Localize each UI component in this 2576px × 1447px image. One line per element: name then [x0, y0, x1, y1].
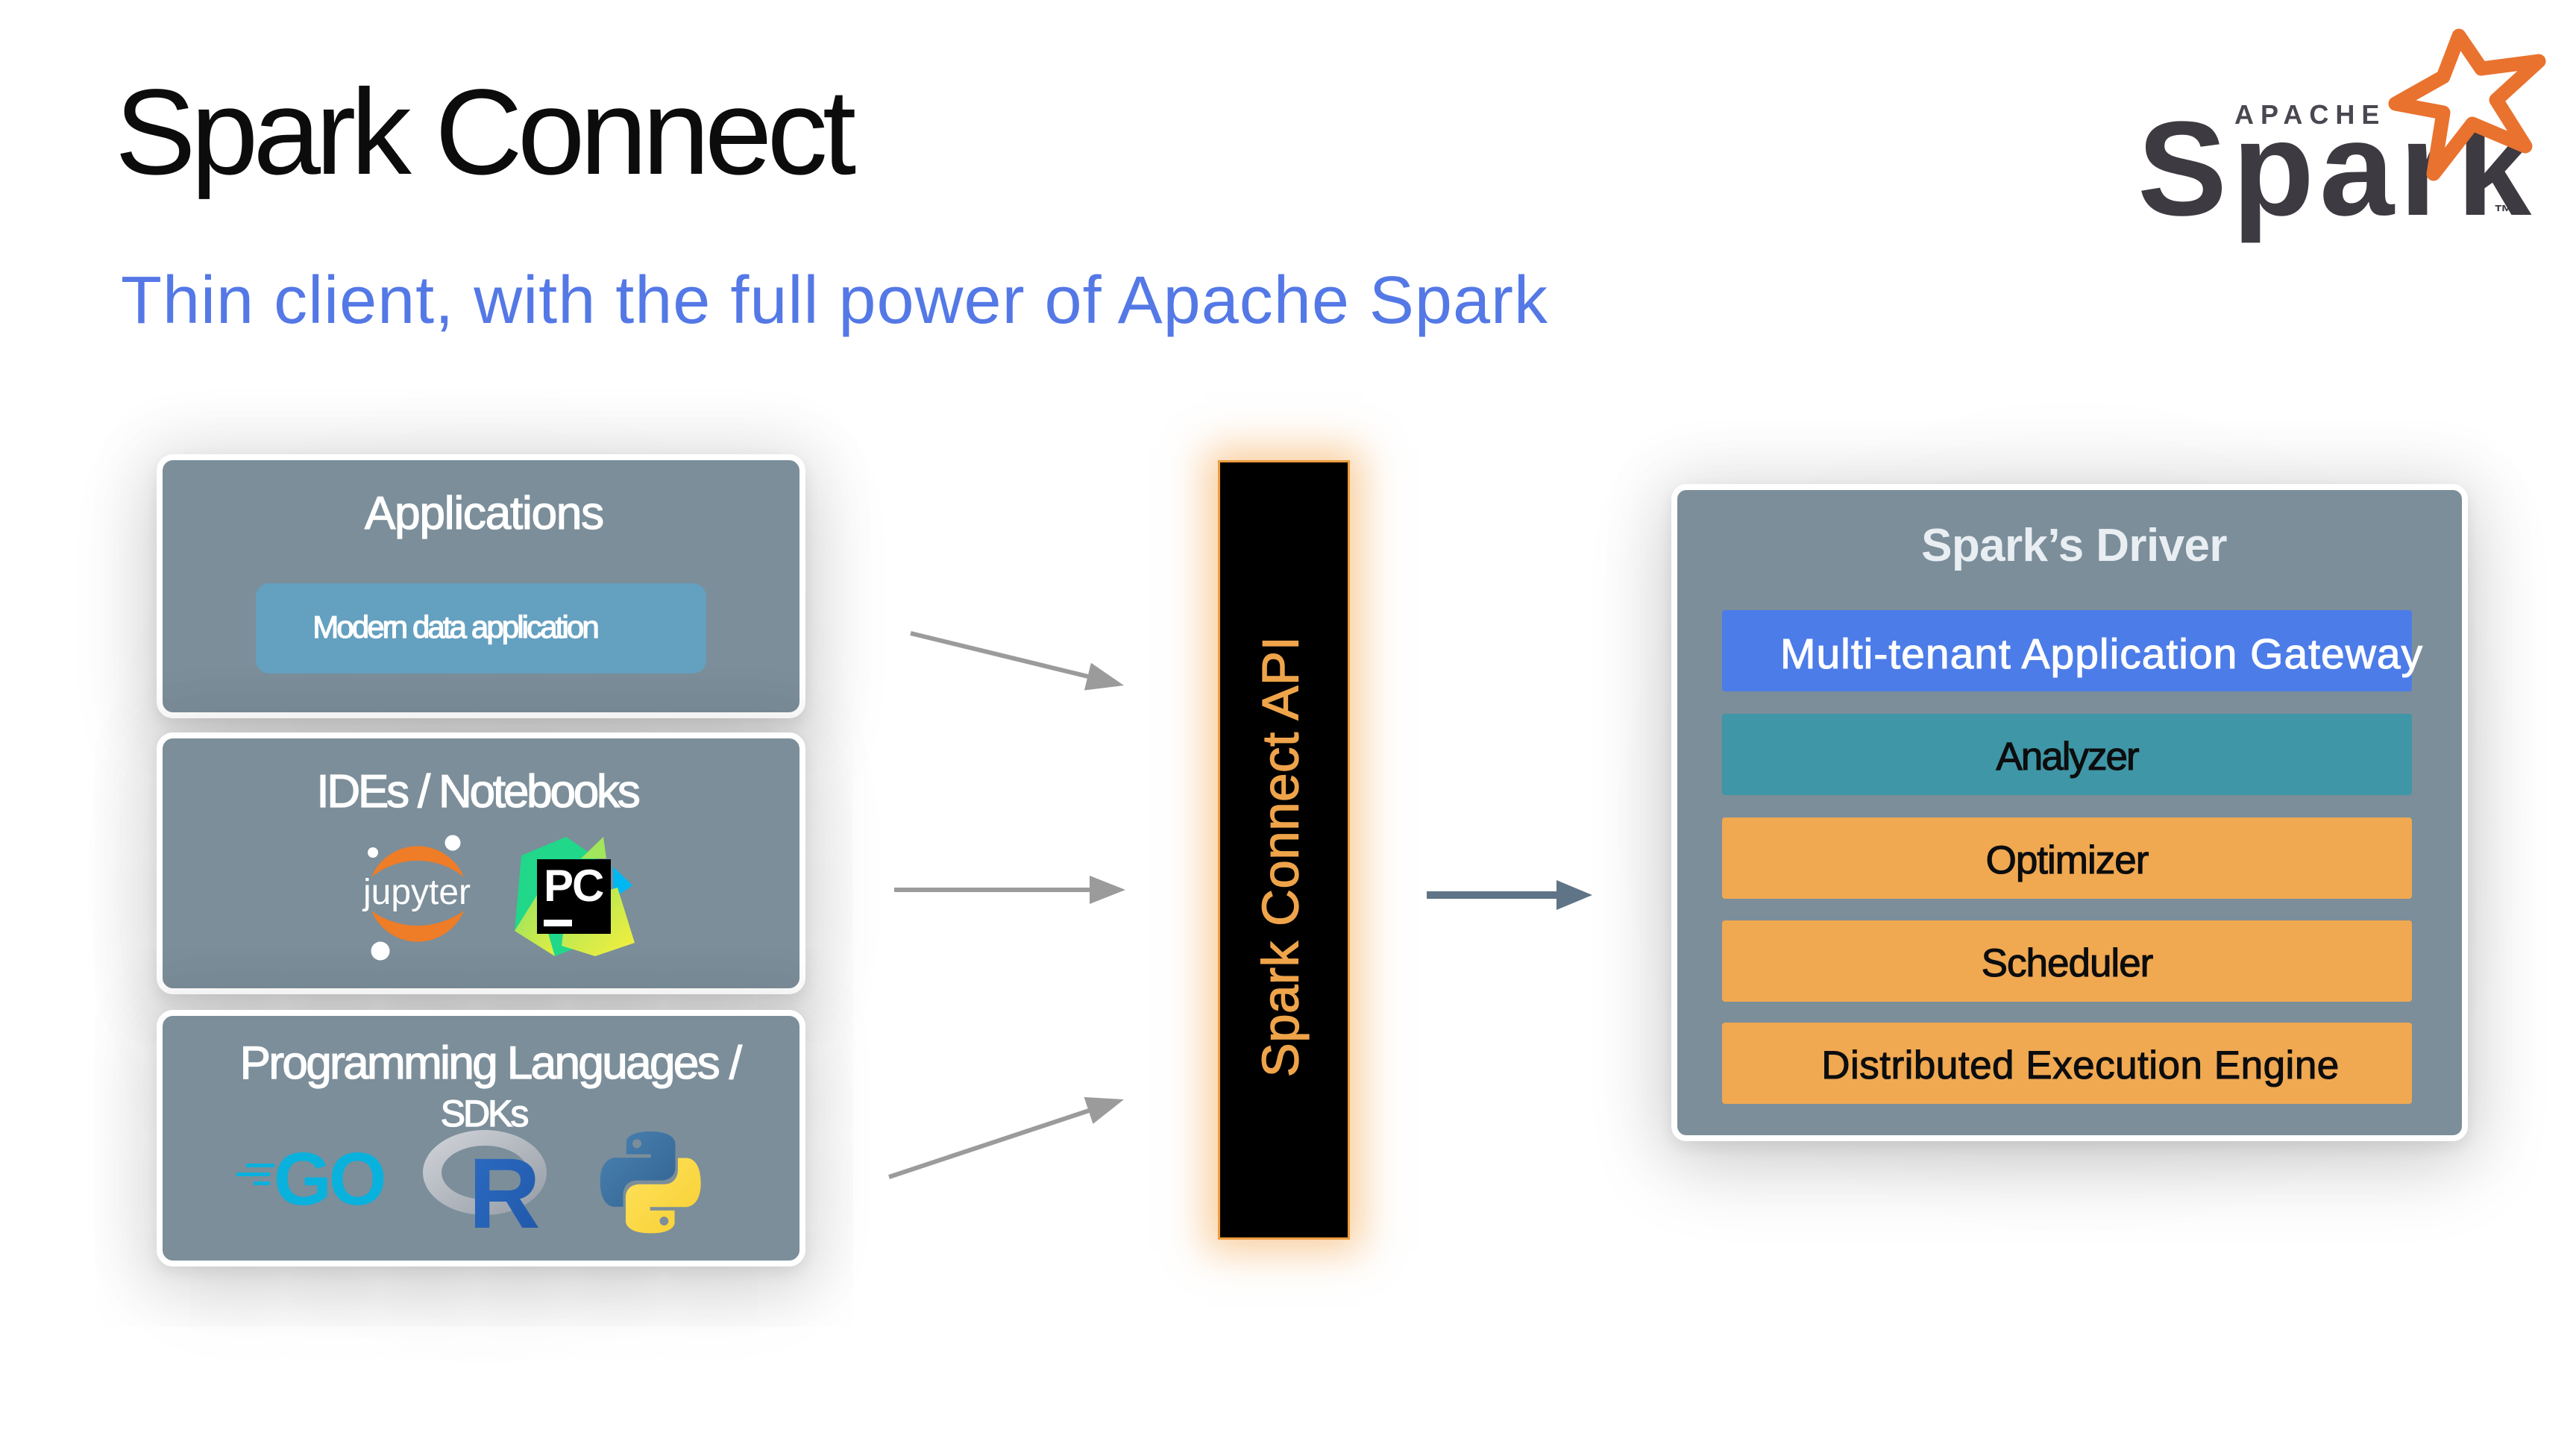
svg-text:GO: GO [274, 1137, 384, 1221]
svg-text:jupyter: jupyter [362, 873, 471, 912]
svg-text:APACHE: APACHE [2234, 99, 2386, 130]
svg-text:™: ™ [2494, 201, 2513, 223]
svg-text:PC: PC [544, 861, 603, 911]
svg-text:R: R [468, 1138, 541, 1249]
